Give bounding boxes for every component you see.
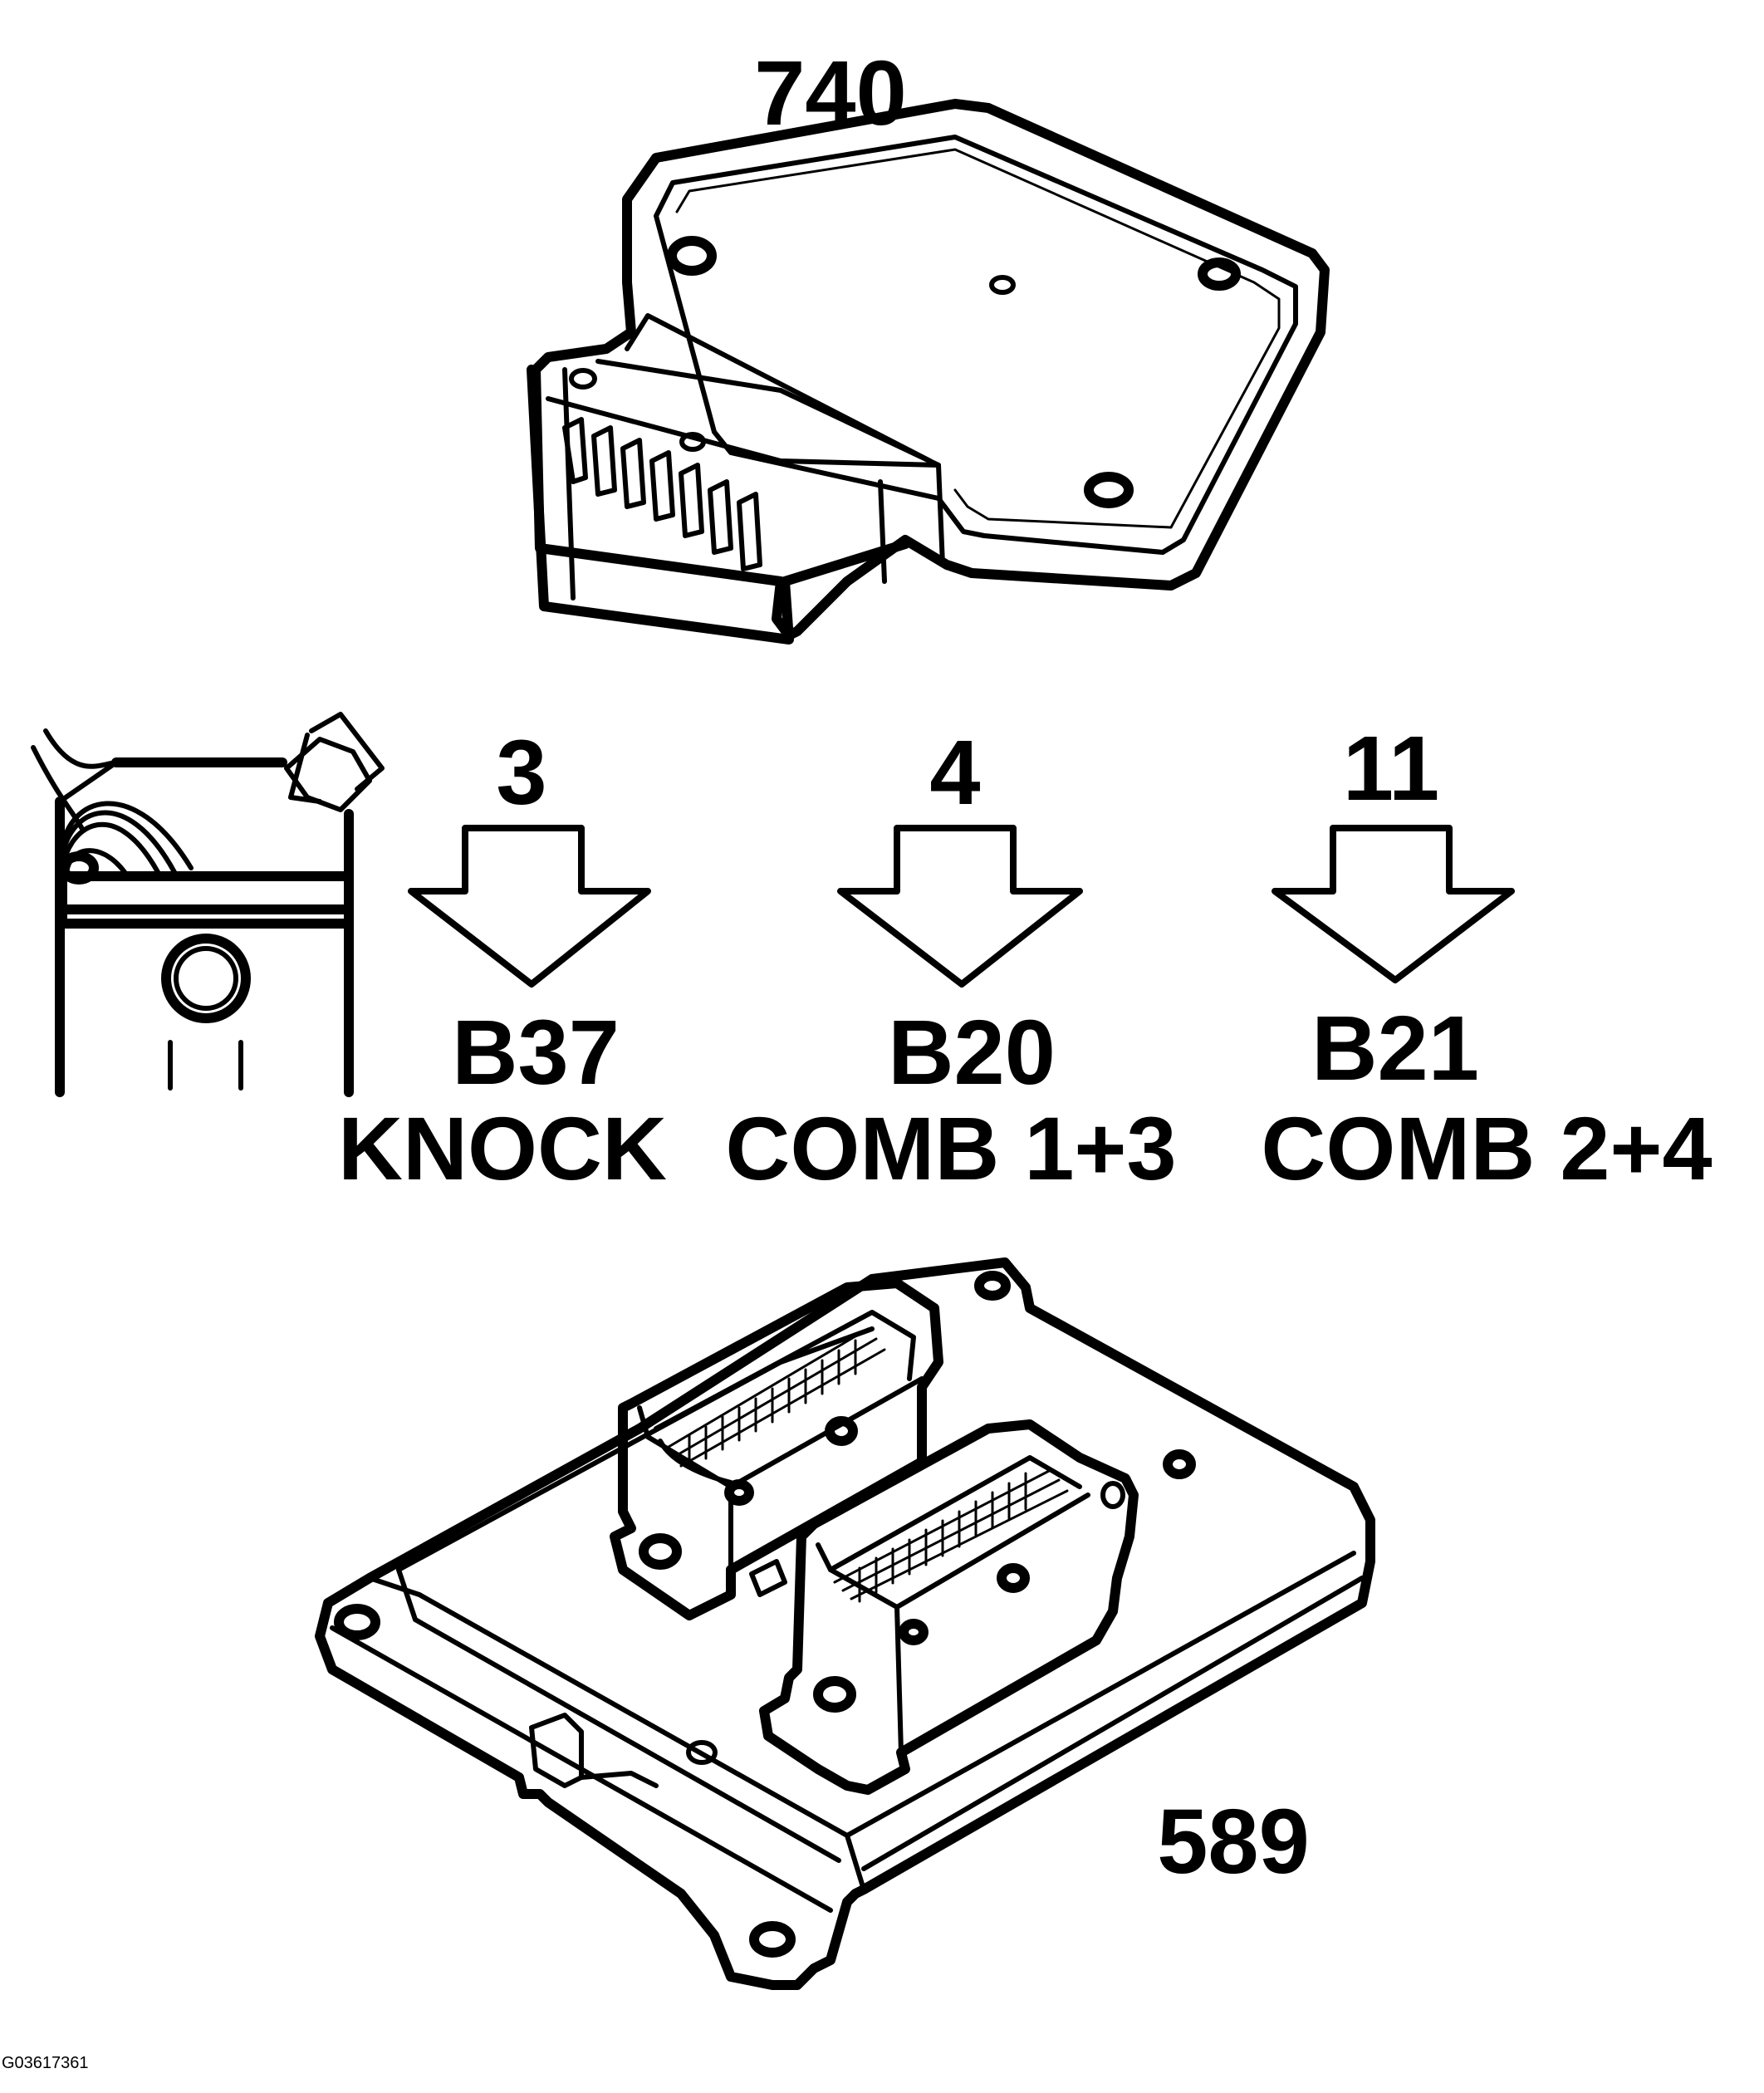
signal-code-b20: B20	[888, 1002, 1056, 1104]
connector-pins	[833, 1468, 1069, 1603]
connector-pins	[663, 1327, 886, 1468]
signal-name-knock: KNOCK	[338, 1098, 667, 1198]
signal-arrow-comb-1-3: 4 B20 COMB 1+3	[725, 722, 1176, 1198]
engine-control-module-589-icon	[315, 1257, 1375, 1990]
knock-sensor-cylinder-icon	[31, 712, 385, 1097]
signal-code-b21: B21	[1311, 997, 1479, 1100]
connector-pins	[562, 417, 762, 571]
module-label-740: 740	[754, 42, 907, 145]
module-label-589: 589	[1157, 1791, 1310, 1893]
arrow-down-icon	[408, 825, 651, 988]
signal-code-b37: B37	[452, 1002, 620, 1104]
arrow-down-icon	[837, 825, 1083, 988]
signal-arrow-knock: 3 B37 KNOCK	[338, 722, 667, 1198]
pin-number-3: 3	[496, 722, 546, 824]
arrow-down-icon	[1272, 825, 1515, 983]
pin-number-4: 4	[929, 722, 980, 824]
signal-name-comb-1-3: COMB 1+3	[725, 1098, 1176, 1198]
ignition-module-740-icon	[527, 99, 1330, 645]
signal-arrow-comb-2-4: 11 B21 COMB 2+4	[1261, 718, 1712, 1198]
signal-name-comb-2-4: COMB 2+4	[1261, 1098, 1712, 1198]
pin-number-11: 11	[1343, 718, 1439, 820]
figure-id: G03617361	[2, 2054, 89, 2072]
